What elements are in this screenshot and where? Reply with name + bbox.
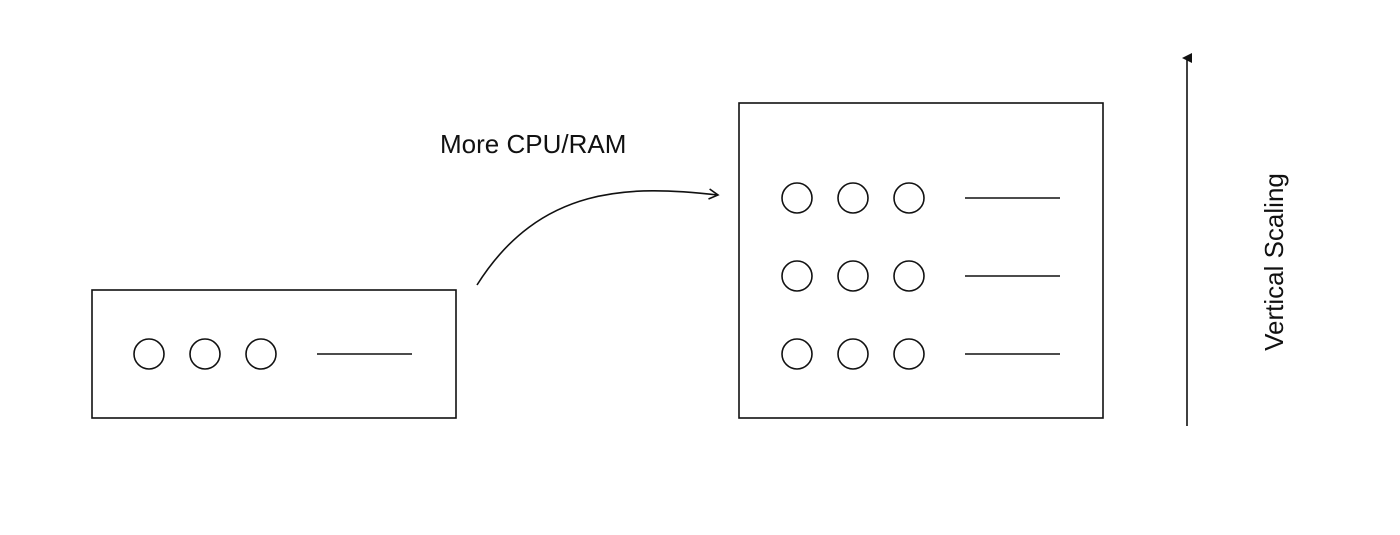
large-server [738,102,1104,419]
large-server-rows [781,182,1060,370]
indicator-light [133,338,165,370]
indicator-light [837,260,869,292]
transition-arrow [476,188,720,286]
indicator-light [837,182,869,214]
small-server-box [91,289,457,419]
small-server [91,289,457,419]
server-row [133,338,412,370]
indicator-light [245,338,277,370]
large-server-box [738,102,1104,419]
indicator-light [893,182,925,214]
indicator-light [893,338,925,370]
indicator-light [781,260,813,292]
transition-label: More CPU/RAM [440,129,626,159]
small-server-rows [133,338,412,370]
indicator-light [189,338,221,370]
indicator-light [837,338,869,370]
indicator-light [781,182,813,214]
server-row [781,182,1060,214]
indicator-light [893,260,925,292]
server-row [781,260,1060,292]
vertical-scaling-label: Vertical Scaling [1259,173,1289,351]
indicator-light [781,338,813,370]
server-row [781,338,1060,370]
